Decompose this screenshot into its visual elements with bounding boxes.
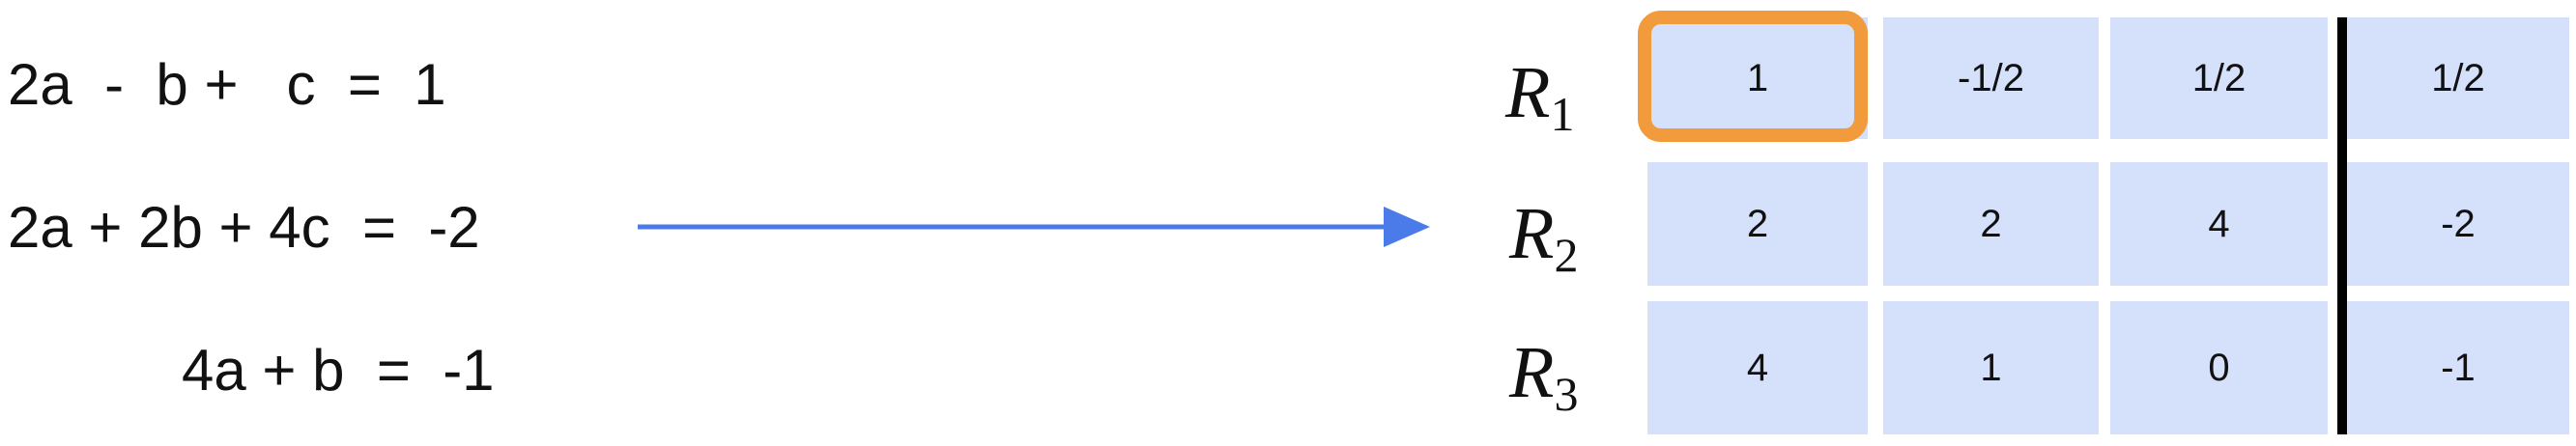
pivot-highlight <box>1638 11 1868 142</box>
equation-3: 4a + b = -1 <box>182 338 495 403</box>
equation-2: 2a + 2b + 4c = -2 <box>8 195 480 260</box>
row-label-r3: R3 <box>1509 332 1579 421</box>
matrix-cell-r1-c1: 1 <box>1647 17 1868 139</box>
matrix-cell-r3-c1: 4 <box>1647 301 1868 434</box>
matrix-cell-r3-c4: -1 <box>2347 301 2569 434</box>
matrix-cell-r2-c1: 2 <box>1647 162 1868 286</box>
matrix-cell-r3-c2: 1 <box>1883 301 2099 434</box>
right-arrow-icon <box>638 207 1430 247</box>
row-label-r1: R1 <box>1505 52 1575 141</box>
equation-1: 2a - b + c = 1 <box>8 52 446 117</box>
matrix-cell-r1-c2: -1/2 <box>1883 17 2099 139</box>
matrix-cell-r2-c3: 4 <box>2110 162 2328 286</box>
augment-divider <box>2337 17 2347 434</box>
matrix-cell-r2-c2: 2 <box>1883 162 2099 286</box>
matrix-cell-r1-c3: 1/2 <box>2110 17 2328 139</box>
matrix-cell-r3-c3: 0 <box>2110 301 2328 434</box>
matrix-cell-r1-c4: 1/2 <box>2347 17 2569 139</box>
matrix-cell-r2-c4: -2 <box>2347 162 2569 286</box>
row-label-r2: R2 <box>1509 193 1579 282</box>
